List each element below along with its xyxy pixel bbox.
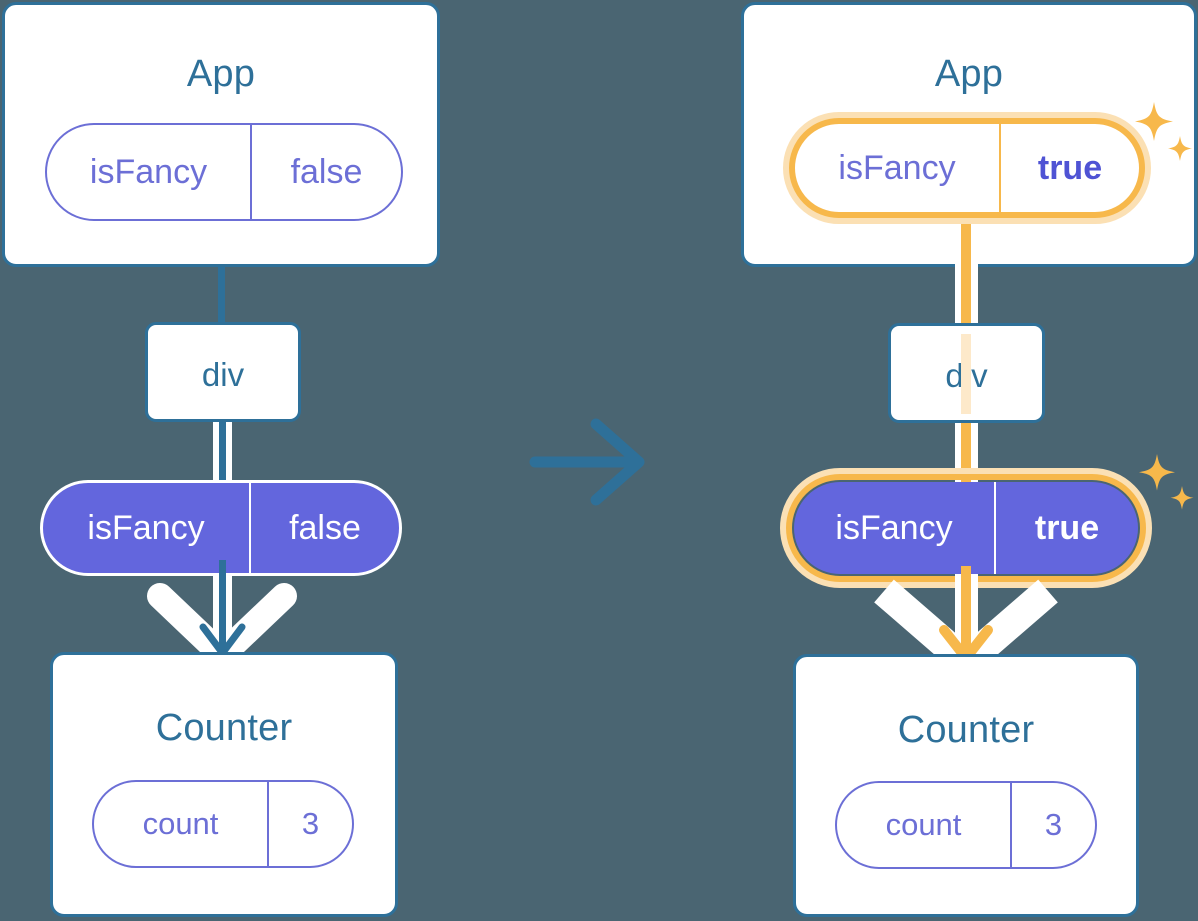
prop-pill-key-after: isFancy	[835, 508, 953, 547]
left-arrowhead	[199, 623, 246, 657]
counter-state-pill-after: count 3	[835, 781, 1097, 869]
app-state-pill-after: isFancy true	[795, 124, 1139, 212]
div-box-after: div	[888, 323, 1045, 423]
app-title-before: App	[186, 53, 256, 95]
sparkles-prop-after	[1139, 454, 1194, 510]
left-connector-app-to-div	[218, 266, 225, 326]
right-connector-halo-div-to-pill	[955, 421, 978, 487]
div-label-before: div	[201, 356, 245, 393]
app-title-after: App	[934, 53, 1004, 95]
sparkle-small-icon	[1170, 486, 1194, 510]
counter-title-before: Counter	[155, 707, 293, 749]
counter-title-after: Counter	[897, 709, 1035, 751]
counter-state-pill-value-before: 3	[267, 782, 352, 866]
prop-pill-value-before: false	[249, 483, 399, 573]
right-connector-div-to-pill	[961, 421, 971, 487]
app-box-before: App isFancy false	[2, 2, 440, 267]
right-white-chevron	[874, 579, 1058, 677]
counter-state-pill-value-after: 3	[1010, 783, 1095, 867]
right-shaft-halo	[955, 574, 978, 656]
app-state-pill-key-before: isFancy	[89, 152, 208, 191]
counter-box-after: Counter count 3	[793, 654, 1139, 917]
div-box-before: div	[145, 322, 301, 422]
counter-box-before: Counter count 3	[50, 652, 398, 917]
app-state-pill-before: isFancy false	[45, 123, 403, 221]
prop-pill-before: isFancy false	[40, 480, 402, 576]
prop-pill-after: isFancy true	[794, 482, 1138, 574]
app-state-pill-value-before: false	[250, 125, 401, 219]
right-shaft	[961, 566, 971, 656]
left-shaft-halo	[213, 576, 232, 648]
counter-state-pill-key-before: count	[142, 806, 219, 841]
left-connector-div-to-pill	[219, 420, 226, 485]
counter-state-pill-key-after: count	[885, 807, 962, 842]
prop-pill-key-before: isFancy	[87, 508, 205, 547]
prop-pill-value-after: true	[994, 482, 1138, 574]
sparkle-large-icon	[1139, 454, 1175, 491]
left-connector-halo-div-to-pill	[213, 420, 232, 485]
counter-state-pill-before: count 3	[92, 780, 354, 868]
app-state-pill-value-after: true	[999, 124, 1139, 212]
arrow-right-icon	[529, 418, 645, 506]
left-white-chevron	[147, 583, 297, 668]
app-state-pill-key-after: isFancy	[838, 148, 956, 187]
div-label-after: div	[945, 357, 988, 394]
